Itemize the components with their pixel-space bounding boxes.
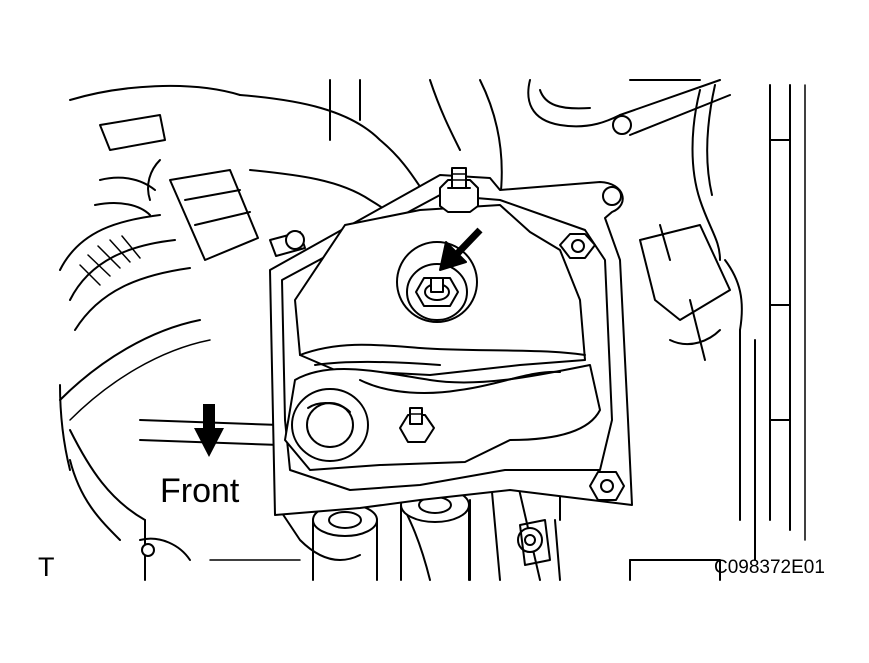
right-frame xyxy=(739,84,806,561)
down-arrow-icon xyxy=(194,404,224,457)
bolts xyxy=(396,167,625,501)
engine-mount-bracket xyxy=(269,174,633,516)
corner-mark: T xyxy=(38,552,55,582)
front-label: Front xyxy=(160,472,240,510)
figure-code: C098372E01 xyxy=(714,557,825,578)
right-cable xyxy=(612,79,743,361)
top-structure xyxy=(329,79,701,201)
diagonal-arrow-icon xyxy=(439,227,483,271)
left-hoses xyxy=(59,84,241,541)
